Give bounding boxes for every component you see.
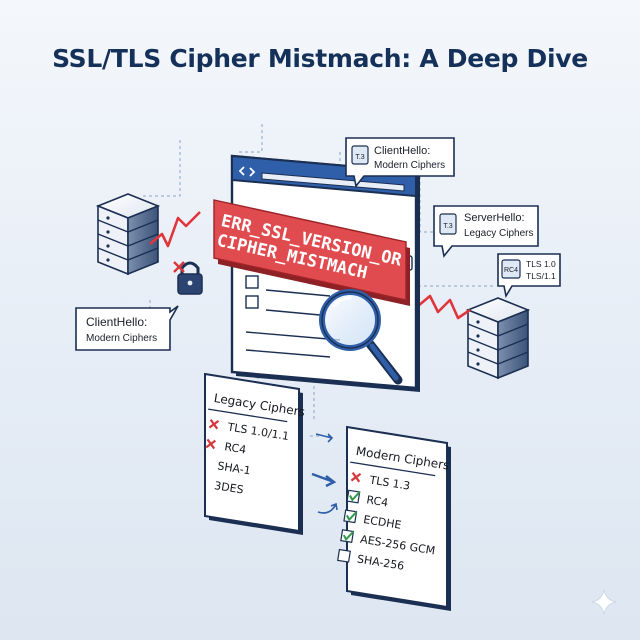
empty-checkbox-icon xyxy=(337,548,351,563)
cipher-row: ECDHE xyxy=(343,509,402,532)
callout-tls-versions: RC4 TLS 1.0 TLS/1.1 xyxy=(497,253,561,299)
callout-server-hello: T.3 ServerHello: Legacy Ciphers xyxy=(433,205,539,258)
callout-badge: RC4 xyxy=(504,267,518,274)
cipher-label: SHA-1 xyxy=(216,459,251,477)
padlock-icon xyxy=(173,261,203,295)
cipher-label: 3DES xyxy=(213,479,244,496)
cipher-label: RC4 xyxy=(224,440,248,456)
right-lightning-icon xyxy=(417,294,471,320)
cipher-label: TLS 1.3 xyxy=(368,473,411,492)
cipher-row: RC4 xyxy=(346,489,390,509)
callout-subtitle: Modern Ciphers xyxy=(86,333,157,344)
right-server-icon xyxy=(465,297,531,380)
sparkle-icon xyxy=(591,589,617,615)
callout-badge: T.3 xyxy=(355,154,364,161)
cipher-row: RC4 xyxy=(205,438,248,456)
checkbox-icon xyxy=(346,489,361,504)
cipher-row: TLS 1.3 xyxy=(350,472,411,493)
cipher-label: ECDHE xyxy=(362,513,402,532)
cross-mark-icon xyxy=(350,472,362,483)
check-mark-icon xyxy=(342,530,355,542)
cross-mark-icon xyxy=(208,419,220,430)
check-mark-icon xyxy=(349,491,361,502)
callout-title: ServerHello: xyxy=(464,212,525,224)
cross-mark-icon xyxy=(205,438,217,450)
callout-title: ClientHello: xyxy=(86,315,147,329)
certificate-icon xyxy=(501,259,521,279)
chevron-right-icon[interactable] xyxy=(249,167,256,177)
certificate-icon xyxy=(351,145,369,165)
callout-line1: TLS 1.0 xyxy=(526,259,556,269)
cipher-row: 3DES xyxy=(213,479,244,496)
callout-subtitle: Legacy Ciphers xyxy=(464,228,533,239)
checkbox-icon xyxy=(343,509,358,524)
left-server-icon xyxy=(95,193,161,276)
callout-line2: TLS/1.1 xyxy=(526,271,556,281)
check-mark-icon xyxy=(345,511,358,522)
page-placeholder-rows xyxy=(245,275,341,358)
callout-client-hello-top: T.3 ClientHello: Modern Ciphers xyxy=(345,137,455,188)
callout-client-hello-left: ClientHello: Modern Ciphers xyxy=(75,305,179,351)
callout-badge: T.3 xyxy=(443,223,452,230)
certificate-icon xyxy=(439,213,457,235)
left-lightning-icon xyxy=(149,211,201,248)
callout-title: ClientHello: xyxy=(374,145,430,157)
cipher-row: SHA-1 xyxy=(216,459,251,477)
chevron-left-icon[interactable] xyxy=(238,166,245,176)
checkbox-icon xyxy=(340,529,355,544)
transition-arrows xyxy=(311,433,338,514)
error-banner: ERR_SSL_VERSION_OR CIPHER_MISTMACH xyxy=(213,199,410,306)
magnifying-glass-icon xyxy=(319,289,403,385)
cipher-label: RC4 xyxy=(366,493,390,509)
callout-subtitle: Modern Ciphers xyxy=(374,160,445,171)
page-title: SSL/TLS Cipher Mistmach: A Deep Dive xyxy=(52,44,588,73)
